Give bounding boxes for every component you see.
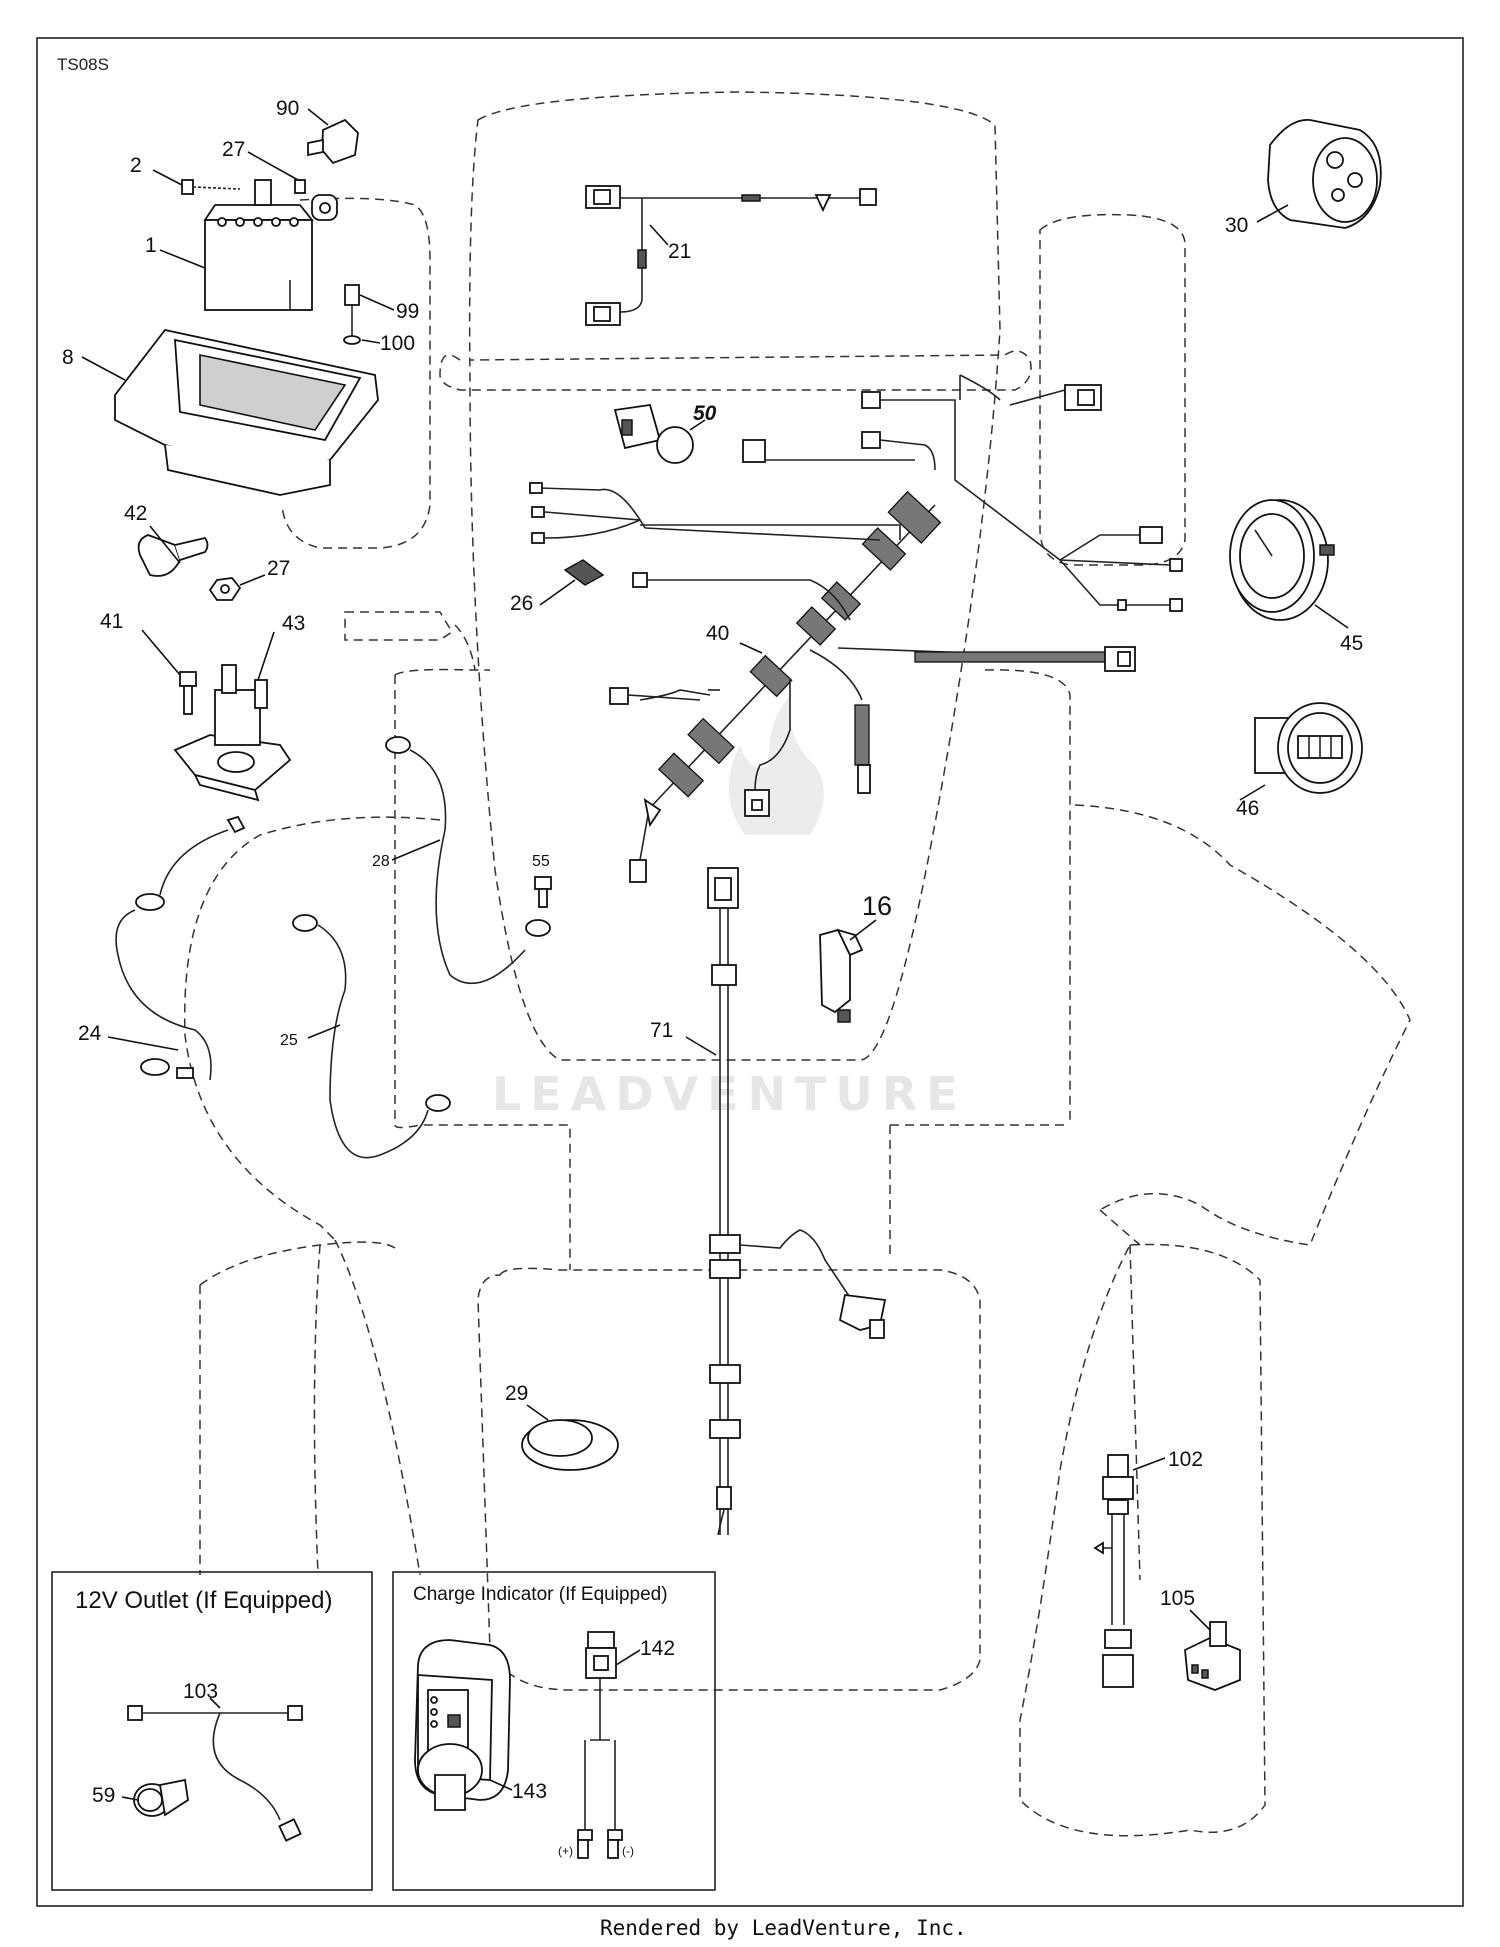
harness-102-part: 102	[1093, 1448, 1203, 1688]
switch-50-part: 50	[613, 402, 717, 464]
callout-43: 43	[282, 612, 305, 635]
ignition-switch-30-part: 30	[1225, 119, 1382, 237]
harness-21-part: 21	[585, 185, 877, 326]
callout-27-top: 27	[222, 138, 245, 161]
callout-71: 71	[650, 1019, 673, 1042]
callout-27-mid: 27	[267, 557, 290, 580]
callout-25: 25	[280, 1032, 298, 1049]
callout-24: 24	[78, 1022, 102, 1045]
callout-29: 29	[505, 1382, 528, 1405]
callout-143: 143	[512, 1780, 547, 1803]
charge-box-title: Charge Indicator (If Equipped)	[413, 1584, 668, 1605]
callout-142: 142	[640, 1637, 675, 1660]
battery-nut-part: 27	[222, 138, 306, 194]
harness-braid	[657, 490, 942, 798]
callout-59: 59	[92, 1784, 115, 1807]
terminal-boot-part: 42	[124, 502, 209, 577]
gauge-45-part: 45	[1229, 499, 1363, 655]
main-harness-40-part: 40	[529, 374, 1183, 883]
cable-28-part: 28	[372, 736, 551, 985]
battery-bolt-part: 2	[130, 154, 241, 195]
solenoid-nut-part: 27	[208, 557, 290, 601]
starter-solenoid-part: 43	[173, 612, 305, 802]
cable-24-part: 24	[78, 815, 246, 1081]
outlet-inset-box: 12V Outlet (If Equipped) 103 59	[51, 1571, 373, 1891]
plug-29-part: 29	[505, 1382, 619, 1471]
battery-cables: 24 25 28 55	[78, 736, 552, 1159]
callout-28: 28	[372, 853, 390, 870]
solenoid-group: 42 27 41 43	[100, 502, 305, 802]
charge-inset-box: Charge Indicator (If Equipped) 143	[392, 1571, 716, 1891]
screw-55-part: 55	[532, 853, 552, 908]
callout-105: 105	[1160, 1587, 1195, 1610]
callout-103: 103	[183, 1680, 218, 1703]
cable-25-part: 25	[280, 914, 451, 1159]
charge-indicator-143-part: 143	[414, 1639, 547, 1811]
outlet-59-part: 59	[92, 1778, 189, 1817]
callout-50: 50	[693, 402, 717, 425]
positive-label: (+)	[558, 1844, 573, 1858]
diagram-code: TS08S	[57, 55, 109, 74]
callout-46: 46	[1236, 797, 1259, 820]
callout-26: 26	[510, 592, 533, 615]
callout-8: 8	[62, 346, 74, 369]
callout-99: 99	[396, 300, 419, 323]
callout-16: 16	[862, 891, 892, 921]
callout-40: 40	[706, 622, 729, 645]
battery-group: 90 2 27 1	[62, 97, 419, 496]
harness-103-part: 103	[127, 1680, 303, 1842]
callout-30: 30	[1225, 214, 1248, 237]
callout-45: 45	[1340, 632, 1363, 655]
diagram-frame	[36, 37, 1464, 1907]
tractor-outline	[183, 91, 1411, 1837]
watermark-text: LEADVENTURE	[492, 1067, 967, 1121]
callout-21: 21	[668, 240, 691, 263]
battery-part: 1	[145, 179, 338, 311]
solenoid-bolt-part: 41	[100, 610, 197, 715]
callout-2: 2	[130, 154, 142, 177]
hour-meter-46-part: 46	[1236, 702, 1363, 820]
callout-55: 55	[532, 853, 550, 870]
callout-90: 90	[276, 97, 299, 120]
callout-1: 1	[145, 234, 157, 257]
terminal-cover-part: 90	[276, 97, 359, 165]
hold-down-screw-part: 99 100	[343, 284, 419, 355]
relay-16-part: 16	[819, 891, 892, 1023]
callout-102: 102	[1168, 1448, 1203, 1471]
callout-100: 100	[380, 332, 415, 355]
callout-42: 42	[124, 502, 147, 525]
outlet-box-title: 12V Outlet (If Equipped)	[75, 1587, 332, 1614]
footer-credit: Rendered by LeadVenture, Inc.	[600, 1916, 967, 1940]
callout-41: 41	[100, 610, 123, 633]
switch-105-part: 105	[1160, 1587, 1241, 1691]
battery-tray-part: 8	[62, 329, 379, 496]
harness-71-part: 71	[650, 867, 887, 1536]
harness-142-part: (+) (-) 142	[558, 1631, 675, 1859]
negative-label: (-)	[622, 1844, 634, 1858]
fuse-26-part: 26	[510, 559, 605, 615]
